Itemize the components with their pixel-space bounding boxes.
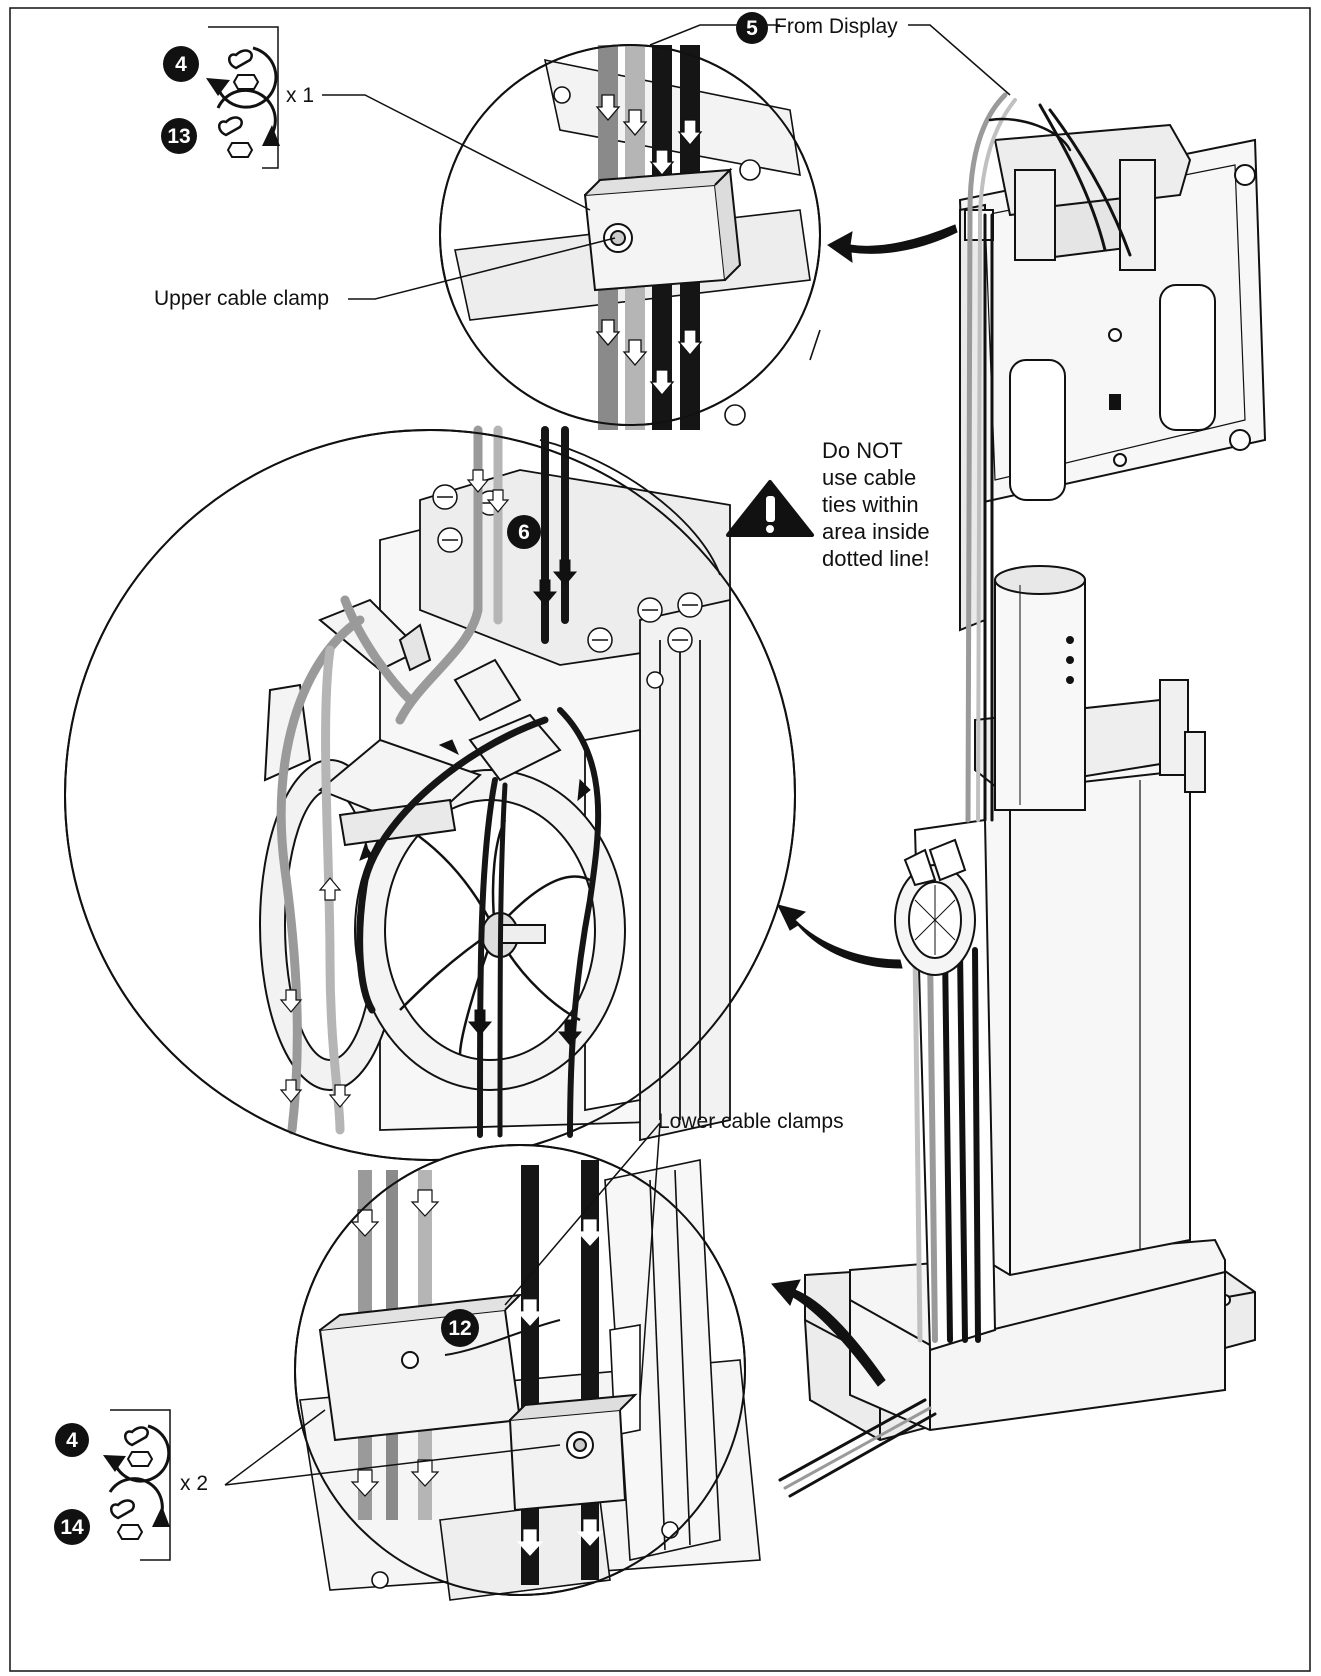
step-6-number: 6 — [518, 521, 530, 544]
middle-detail-circle — [64, 425, 796, 1161]
warning-line-2: use cable — [822, 465, 916, 490]
magnify-pointer-arrows — [771, 224, 958, 1387]
upper-quantity: x 1 — [286, 84, 314, 107]
lower-cable-clamp-right — [508, 1393, 638, 1512]
lower-tool-panel-bracket — [110, 1409, 171, 1561]
upper-loosen-step: 4 — [175, 53, 187, 76]
tighten-step-badge — [161, 118, 197, 154]
callout-lower-step: 12 — [441, 1309, 479, 1347]
loosen-step-badge — [163, 46, 199, 82]
lower-quantity-leader-a — [224, 1409, 326, 1486]
step-12-number: 12 — [448, 1317, 471, 1340]
upper-pointer-arrow — [827, 224, 958, 264]
warning-line-4: area inside — [822, 519, 930, 544]
leader-lines — [224, 24, 1011, 1486]
upper-detail-circle — [439, 44, 821, 430]
lower-pointer-arrow — [771, 1279, 886, 1387]
tighten-wrench-icon — [108, 1477, 170, 1540]
middle-detail-screws — [432, 484, 703, 689]
from-display-leader-right — [908, 24, 1011, 96]
upper-tool-panel: 4 13 x 1 — [161, 26, 314, 169]
upper-quantity-leader — [322, 94, 591, 211]
upper-tighten-step: 13 — [167, 125, 190, 148]
warning-line-5: dotted line! — [822, 546, 930, 571]
upper-detail-cable-arrows — [595, 94, 703, 397]
warning-line-1: Do NOT — [822, 438, 903, 463]
lower-loosen-step: 4 — [66, 1429, 78, 1452]
step-12-badge — [441, 1309, 479, 1347]
display-stand — [804, 123, 1267, 1442]
page-border — [9, 7, 1311, 1672]
tighten-step-badge — [54, 1509, 90, 1545]
upper-clamp-label: Upper cable clamp — [154, 287, 329, 310]
from-display-label: From Display — [774, 15, 898, 38]
step-6-badge — [507, 515, 541, 549]
callout-route-step: 6 — [507, 515, 541, 549]
lower-tighten-step: 14 — [60, 1516, 84, 1539]
callout-from-display: 5 From Display — [736, 12, 898, 44]
cable-wheel-small — [894, 838, 976, 976]
lower-clamps-leader-right — [639, 1122, 661, 1401]
lower-quantity: x 2 — [180, 1472, 208, 1495]
upper-tool-panel-bracket — [208, 26, 279, 169]
upper-clamp-leader — [348, 237, 616, 300]
middle-detail-dark-arrows — [359, 559, 591, 1046]
middle-detail-cable-arrows — [279, 469, 510, 1108]
lower-clamps-leader-left — [504, 1122, 661, 1306]
loosen-wrench-icon — [206, 46, 278, 109]
lower-tool-panel: 4 14 x 2 — [54, 1409, 208, 1561]
loosen-wrench-icon — [103, 1424, 171, 1483]
step-5-number: 5 — [746, 17, 758, 40]
middle-pointer-arrow — [777, 904, 903, 969]
cable-guides — [263, 598, 562, 847]
tighten-wrench-icon — [216, 88, 280, 158]
stand-cables — [778, 92, 1132, 1498]
step-5-badge — [736, 12, 768, 44]
warning-triangle-icon — [726, 480, 814, 537]
lower-quantity-leader-b — [224, 1444, 561, 1486]
middle-detail-dark-cables — [356, 426, 602, 1138]
lower-detail-gray-arrows — [350, 1189, 440, 1497]
warning-note: Do NOT use cable ties within area inside… — [726, 438, 930, 571]
lower-detail-dark-arrows — [516, 1219, 604, 1556]
warning-line-3: ties within — [822, 492, 919, 517]
upper-cable-clamp — [583, 167, 742, 292]
lower-clamps-label: Lower cable clamps — [658, 1110, 844, 1133]
lower-detail-circle — [294, 1144, 761, 1601]
loosen-step-badge — [55, 1423, 89, 1457]
